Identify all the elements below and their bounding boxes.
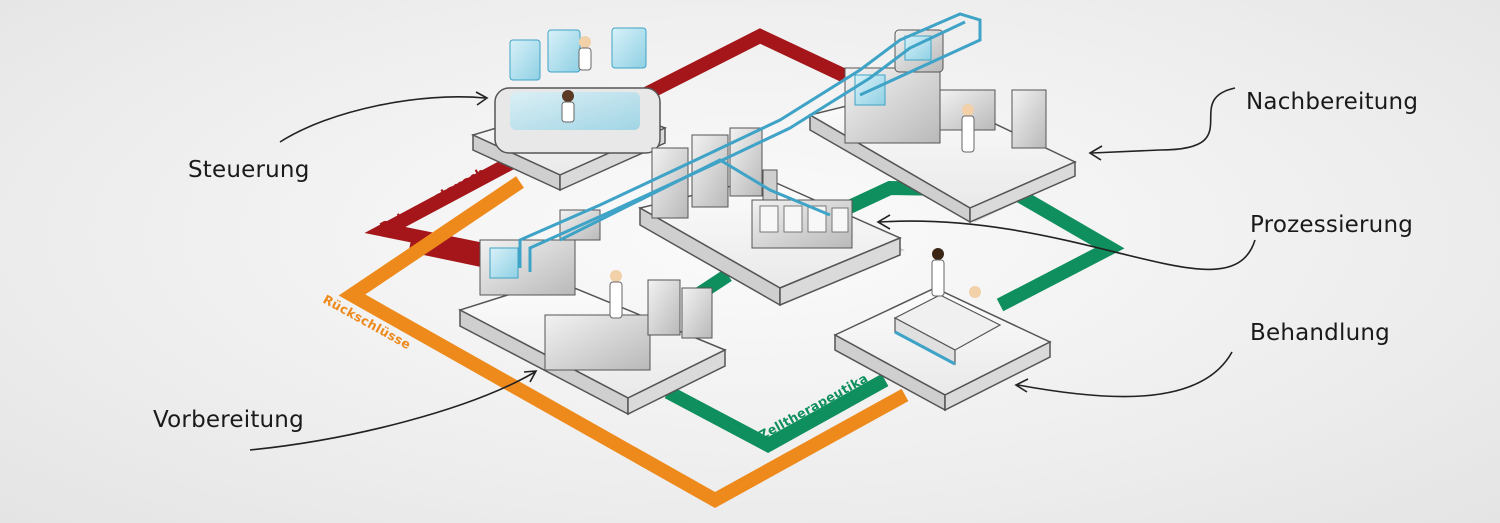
label-behandlung: Behandlung xyxy=(1250,320,1390,346)
zelltherapeutika-loop xyxy=(664,373,889,453)
flow-label-zelltherapeutika: Zelltherapeutika xyxy=(756,370,870,442)
processing-unit-icon xyxy=(637,127,905,307)
label-vorbereitung: Vorbereitung xyxy=(153,407,304,433)
label-prozessierung: Prozessierung xyxy=(1250,212,1414,238)
pipe-network xyxy=(518,12,982,272)
treatment-bed-icon xyxy=(833,248,1052,412)
rueckschluesse-loop xyxy=(338,176,909,509)
preparation-lab-icon xyxy=(458,209,727,416)
control-room-icon xyxy=(470,27,667,192)
label-nachbereitung: Nachbereitung xyxy=(1246,89,1419,115)
pointer-arrow-icon xyxy=(249,87,1256,451)
flow-label-datenaustausch: Datenaustausch xyxy=(377,164,488,234)
label-steuerung: Steuerung xyxy=(188,157,310,183)
